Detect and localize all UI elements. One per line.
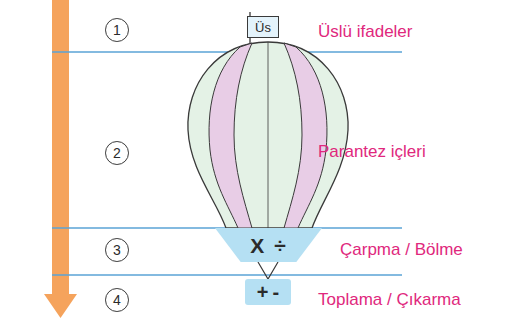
sign-box: +- [245, 279, 291, 305]
rule-label: Çarpma / Bölme [340, 241, 463, 260]
rule-label: Üslü ifadeler [318, 23, 413, 42]
callout-number: 1 [113, 23, 121, 37]
symbol-text: - [273, 282, 280, 302]
balloon [188, 42, 348, 228]
order-arrow-head [44, 294, 77, 318]
symbol-text: + [257, 282, 269, 302]
step-number: 1 [105, 18, 129, 42]
symbol-text: ÷ [274, 235, 286, 256]
symbol-text: X [250, 235, 264, 256]
basket-shape [215, 228, 322, 262]
step-number: 2 [105, 141, 129, 165]
callout-number: 3 [113, 243, 121, 257]
separator-line [52, 274, 402, 275]
rule-label: Toplama / Çıkarma [318, 291, 461, 310]
basket-string [258, 262, 278, 279]
symbol-text: Üs [255, 21, 271, 34]
balloon-basket: X÷ [215, 228, 322, 262]
exponent-flag: Üs [247, 16, 279, 38]
callout-number: 4 [113, 293, 121, 307]
callout-number: 2 [113, 146, 121, 160]
rule-label: Parantez içleri [318, 143, 426, 162]
step-number: 4 [105, 288, 129, 312]
order-arrow-shaft [52, 0, 69, 296]
step-number: 3 [105, 238, 129, 262]
